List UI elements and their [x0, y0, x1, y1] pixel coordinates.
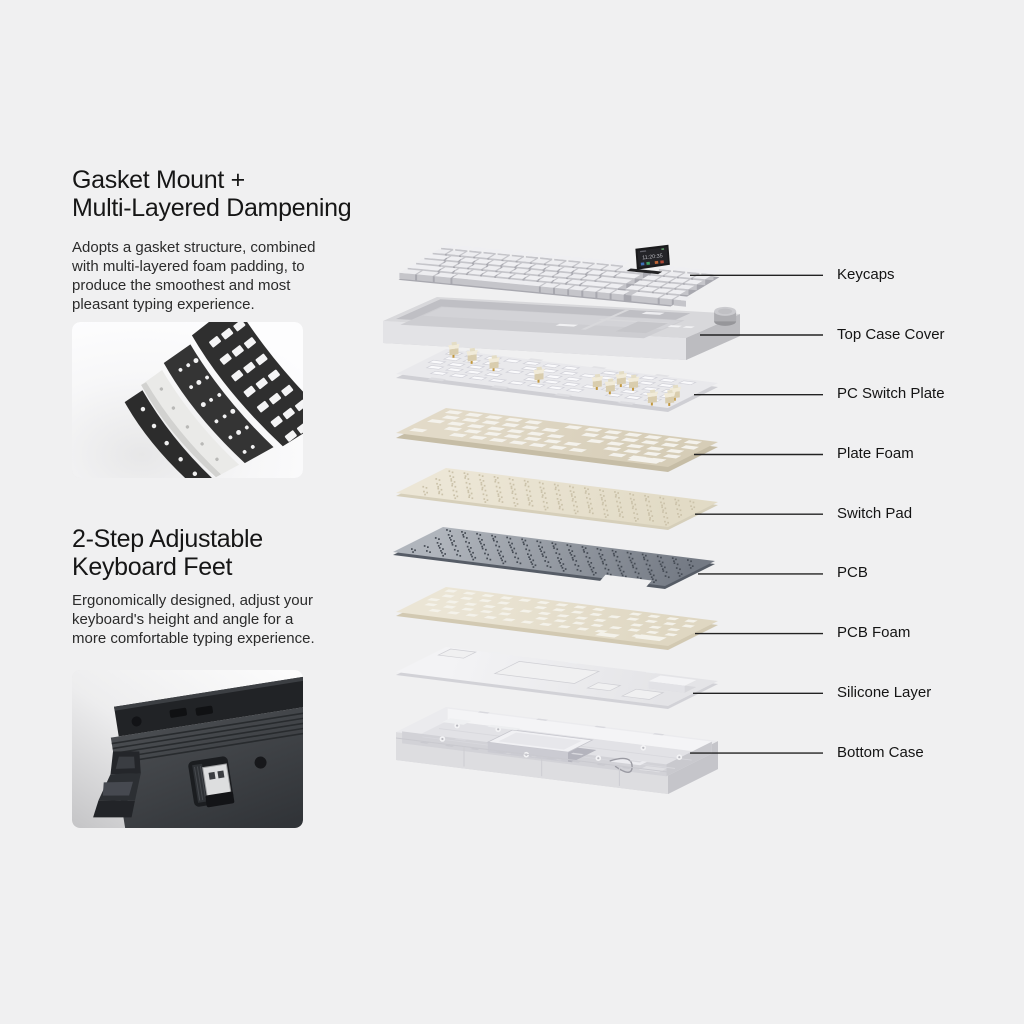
layer-label-plate-foam: Plate Foam [837, 445, 914, 462]
layer-label-silicone-layer: Silicone Layer [837, 683, 932, 701]
layer-switch-pad [396, 468, 718, 530]
layer-label-pcb-foam: PCB Foam [837, 624, 911, 642]
svg-text:11:20:35: 11:20:35 [642, 253, 663, 261]
layer-label-bottom-case: Bottom Case [837, 743, 924, 761]
layer-label-top-case-cover: Top Case Cover [837, 325, 945, 343]
feature-heading-keyboard-feet: 2-Step Adjustable Keyboard Feet [72, 525, 263, 581]
dampening-layers-illustration [72, 322, 303, 478]
keyboard-feet-illustration [72, 670, 303, 828]
layer-keycaps: 11:20:35 [398, 244, 720, 307]
dampening-layers-photo [72, 322, 303, 478]
layer-label-pcb: PCB [837, 564, 868, 582]
layer-label-pc-switch-plate: PC Switch Plate [837, 385, 945, 403]
feature-body-gasket-mount: Adopts a gasket structure, combined with… [72, 239, 316, 313]
layer-silicone [396, 647, 718, 709]
layer-pcb-foam [396, 587, 718, 650]
feature-heading-gasket-mount: Gasket Mount + Multi-Layered Dampening [72, 166, 352, 222]
keyboard-feet-photo [72, 670, 303, 828]
layer-label-keycaps: Keycaps [837, 265, 895, 283]
layer-plate-foam [396, 408, 718, 472]
layer-label-switch-pad: Switch Pad [837, 504, 913, 522]
layer-pcb [393, 527, 715, 589]
layer-top-case-cover [383, 297, 740, 360]
leader-lines [690, 274, 823, 754]
feature-body-keyboard-feet: Ergonomically designed, adjust your keyb… [72, 592, 315, 647]
layer-pc-switch-plate [396, 341, 718, 412]
layer-bottom-case [395, 707, 718, 794]
